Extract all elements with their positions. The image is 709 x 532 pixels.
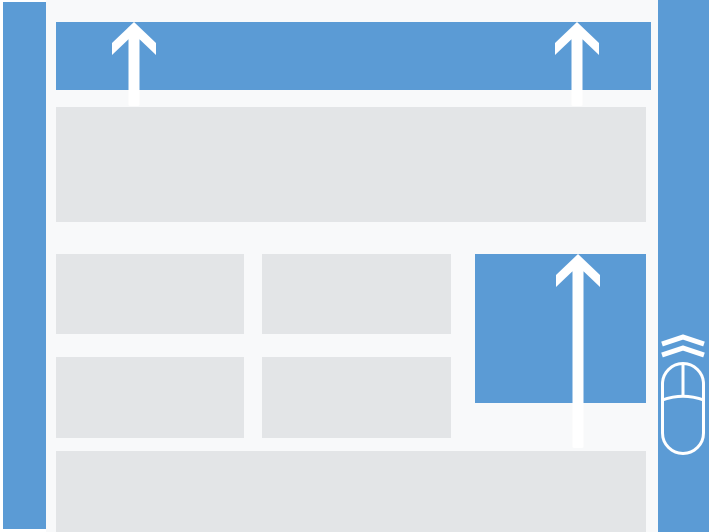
up-arrow-head — [556, 254, 600, 287]
left-rail — [3, 2, 46, 529]
up-arrow-stem — [128, 32, 140, 106]
footer-placeholder — [56, 451, 646, 532]
up-arrow-head — [112, 22, 156, 55]
card-placeholder — [56, 254, 244, 334]
card-placeholder — [262, 254, 451, 334]
up-arrow-stem — [571, 32, 583, 106]
up-arrow-stem — [572, 264, 584, 448]
header-bar-placeholder — [56, 22, 651, 90]
scroll-mouse-group — [661, 334, 705, 455]
up-arrow-head — [555, 22, 599, 55]
mouse-icon — [661, 362, 705, 455]
double-chevron-up-icon — [661, 334, 705, 347]
double-chevron-up-icon — [661, 345, 705, 358]
up-arrow-icon — [555, 22, 599, 106]
card-placeholder — [262, 357, 451, 438]
card-placeholder — [56, 357, 244, 438]
hero-placeholder — [56, 107, 646, 222]
mouse-button-divider — [661, 394, 705, 402]
up-arrow-icon — [556, 254, 600, 448]
up-arrow-icon — [112, 22, 156, 106]
